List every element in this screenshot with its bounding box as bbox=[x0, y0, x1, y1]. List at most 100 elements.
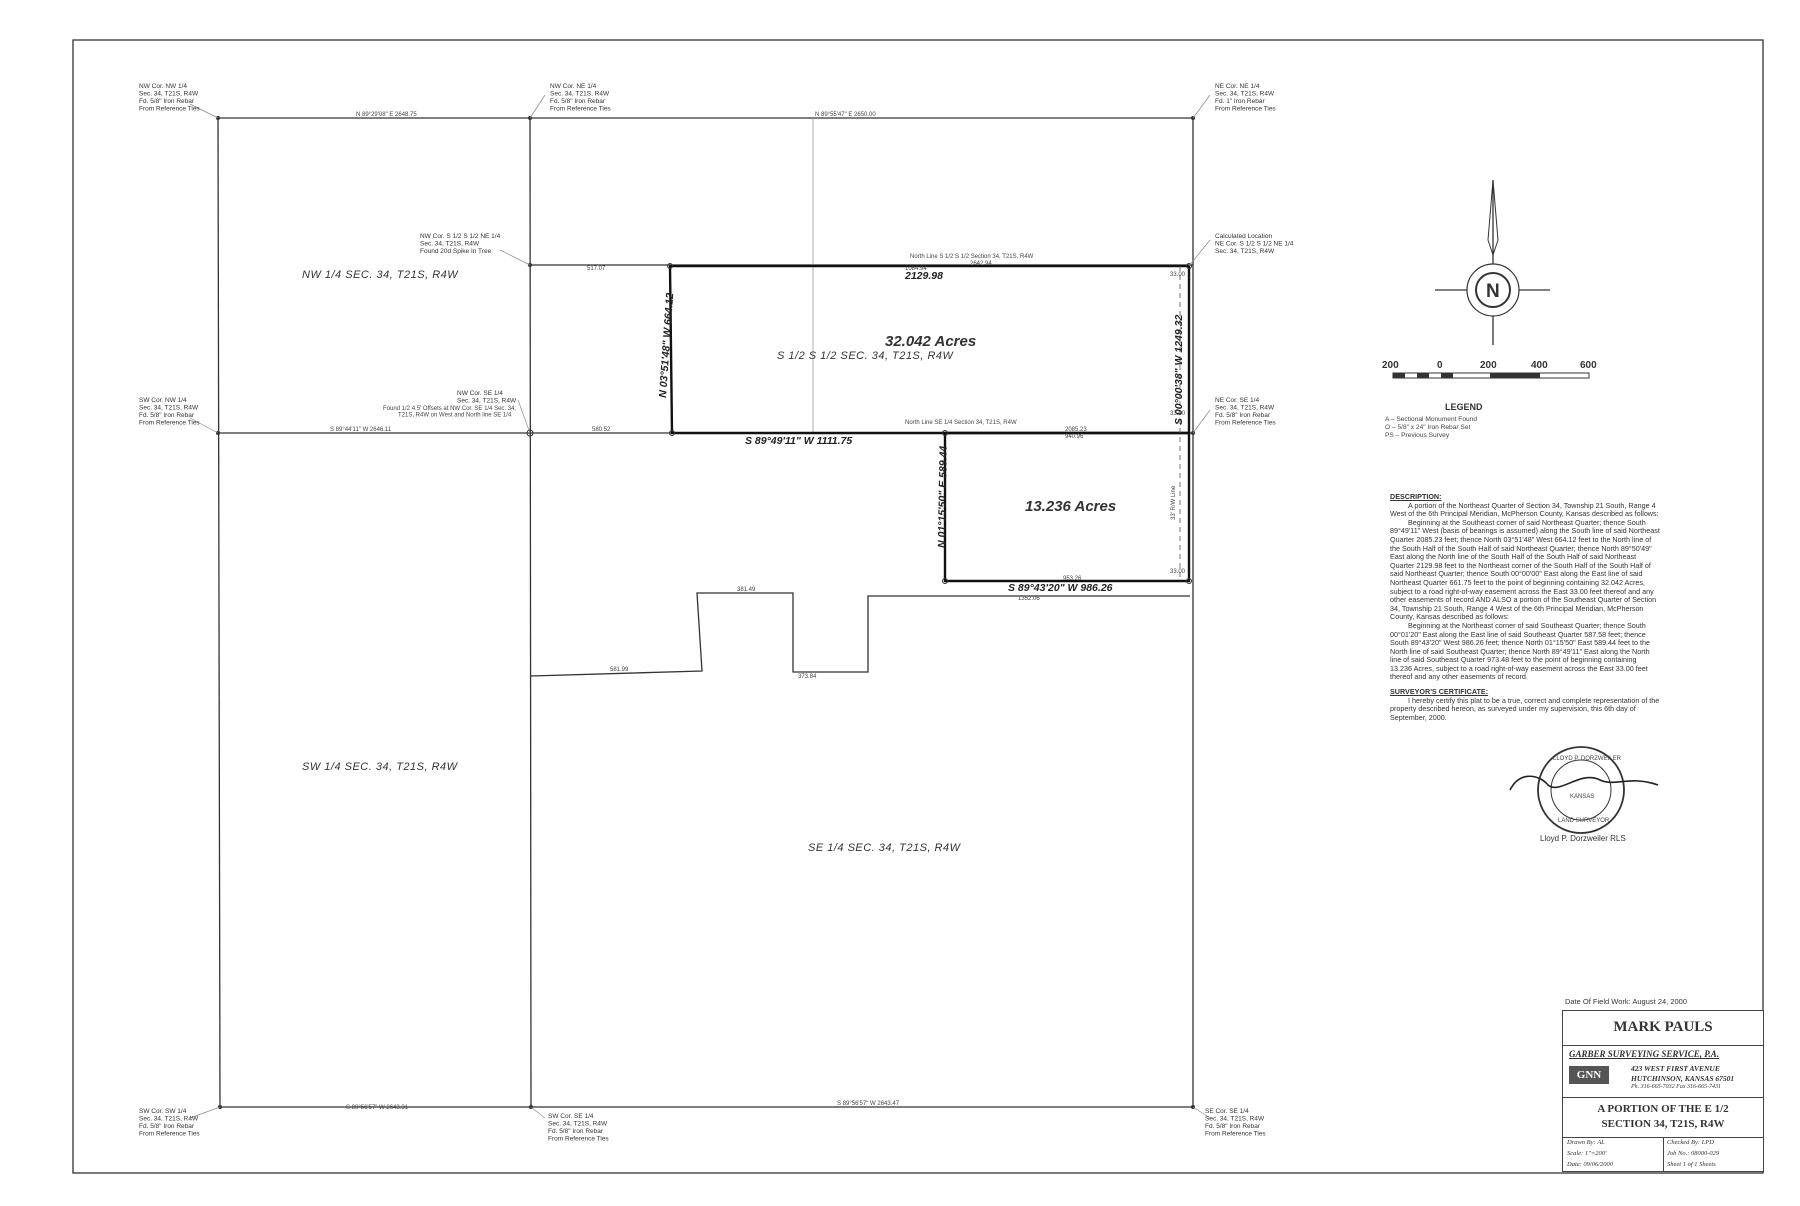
mid-line-label: North Line SE 1/4 Section 34, T21S, R4W bbox=[905, 420, 1017, 426]
seal-text-name: LLOYD P. DORZWEILER bbox=[1553, 756, 1622, 762]
corner-sw-sw-3: Fd. 5/8" Iron Rebar bbox=[139, 1123, 195, 1130]
seal-text-title: LAND SURVEYOR bbox=[1558, 818, 1610, 824]
row-line-label: 33' R/W Line bbox=[1171, 485, 1177, 520]
distance-1084: 1084.94 bbox=[905, 266, 927, 272]
title-block: MARK PAULS GARBER SURVEYING SERVICE, P.A… bbox=[1562, 1010, 1764, 1172]
scale-label-0: 200 bbox=[1382, 360, 1399, 371]
corner-nw-nw-2: Sec. 34, T21S, R4W bbox=[139, 91, 199, 98]
corner-ne-ne-3: Fd. 1" Iron Rebar bbox=[1215, 98, 1265, 105]
drawing-date: Date: 09/06/2000 bbox=[1567, 1161, 1614, 1168]
quarter-se-label: SE 1/4 SEC. 34, T21S, R4W bbox=[808, 842, 962, 854]
distance-940: 940.96 bbox=[1065, 434, 1084, 440]
signer-name: Lloyd P. Dorzweiler RLS bbox=[1540, 834, 1626, 843]
corner-se-se-3: Fd. 5/8" Iron Rebar bbox=[1205, 1123, 1261, 1130]
se-parcel-line bbox=[530, 592, 1190, 677]
corner-ne-ne-1: NE Cor. NE 1/4 bbox=[1215, 83, 1260, 90]
legend-row-previous: PS – Previous Survey bbox=[1385, 432, 1450, 439]
distance-33-c: 33.00 bbox=[1170, 569, 1186, 575]
corner-sw-nw-3: Fd. 5/8" Iron Rebar bbox=[139, 412, 195, 419]
distance-517: 517.07 bbox=[587, 266, 606, 272]
corner-ne-se-2: Sec. 34, T21S, R4W bbox=[1215, 405, 1275, 412]
corner-ne-se-1: NE Cor. SE 1/4 bbox=[1215, 397, 1259, 404]
svg-text:N: N bbox=[1486, 281, 1500, 302]
legend-row-rebar: O – 5/8" x 24" Iron Rebar Set bbox=[1385, 424, 1471, 431]
corner-nw-se-4: T21S, R4W on West and North line SE 1/4 bbox=[398, 413, 512, 419]
bearing-south-line: S 89°49'11" W 1111.75 bbox=[745, 435, 852, 447]
scale-bar: 200 0 200 400 600 bbox=[1382, 360, 1597, 379]
corner-sw-nw-1: SW Cor. NW 1/4 bbox=[139, 397, 187, 404]
distance-33-b: 33.00 bbox=[1170, 411, 1186, 417]
distance-381: 381.49 bbox=[737, 587, 756, 593]
tb-divider-2 bbox=[1563, 1097, 1763, 1098]
corner-sw-se-4: From Reference Ties bbox=[548, 1136, 609, 1143]
tb-divider-4 bbox=[1663, 1137, 1664, 1171]
bot-bearing-w: S 89°56'57" W 2643.31 bbox=[346, 1105, 409, 1111]
legend-title: LEGEND bbox=[1445, 402, 1483, 412]
corner-se-se-2: Sec. 34, T21S, R4W bbox=[1205, 1116, 1265, 1123]
tract-north-acres: 32.042 Acres bbox=[885, 333, 976, 350]
corner-calc-2: NE Cor. S 1/2 S 1/2 NE 1/4 bbox=[1215, 241, 1294, 248]
distance-953: 953.26 bbox=[1063, 576, 1082, 582]
seal-text-state: KANSAS bbox=[1570, 794, 1594, 800]
corner-sw-sw-4: From Reference Ties bbox=[139, 1131, 200, 1138]
corner-calc-3: Sec. 34, T21S, R4W bbox=[1215, 248, 1275, 255]
corner-sw-se-3: Fd. 5/8" Iron Rebar bbox=[548, 1128, 604, 1135]
tract-south-acres: 13.236 Acres bbox=[1025, 498, 1116, 515]
surveyor-seal: LLOYD P. DORZWEILER KANSAS LAND SURVEYOR bbox=[1509, 746, 1659, 834]
corner-nw-ne-3: Fd. 5/8" Iron Rebar bbox=[550, 98, 606, 105]
corner-sw-sw-1: SW Cor. SW 1/4 bbox=[139, 1108, 187, 1115]
drawn-by: Drawn By: AL bbox=[1567, 1139, 1605, 1146]
distance-373: 373.84 bbox=[798, 674, 817, 680]
corner-nw-nw-1: NW Cor. NW 1/4 bbox=[139, 83, 187, 90]
leader-lines bbox=[189, 94, 1211, 1119]
description-para-1: A portion of the Northeast Quarter of Se… bbox=[1390, 500, 1659, 519]
company-logo: GNN bbox=[1569, 1066, 1609, 1084]
bearing-east-line: S 00°00'38" W 1249.32 bbox=[1173, 315, 1185, 425]
top-bearing-e: N 89°55'47" E 2650.00 bbox=[815, 112, 876, 118]
field-work-date: Date Of Field Work: August 24, 2000 bbox=[1565, 997, 1688, 1006]
mid-bearing-w: S 89°44'11" W 2646.11 bbox=[330, 427, 392, 433]
scale-label-3: 400 bbox=[1531, 360, 1548, 371]
distance-2085: 2085.23 bbox=[1065, 427, 1087, 433]
corner-nw-nw-3: Fd. 5/8" Iron Rebar bbox=[139, 98, 195, 105]
client-name: MARK PAULS bbox=[1613, 1019, 1713, 1035]
company-phone: Ph. 316-665-7032 Fax 316-665-7431 bbox=[1631, 1084, 1721, 1090]
corner-ne-ne-2: Sec. 34, T21S, R4W bbox=[1215, 91, 1275, 98]
quarter-sw-label: SW 1/4 SEC. 34, T21S, R4W bbox=[302, 761, 459, 773]
corner-sw-se-1: SW Cor. SE 1/4 bbox=[548, 1113, 594, 1120]
corner-se-se-4: From Reference Ties bbox=[1205, 1131, 1266, 1138]
corner-se-se-1: SE Cor. SE 1/4 bbox=[1205, 1108, 1249, 1115]
bearing-south-south: S 89°43'20" W 986.26 bbox=[1008, 582, 1113, 594]
bearing-west-line: N 03°51'48" W 664.12 bbox=[657, 292, 676, 398]
corner-nw-ne-1: NW Cor. NE 1/4 bbox=[550, 83, 597, 90]
tract-south-boundary bbox=[943, 431, 1191, 583]
distance-1352: 1352.06 bbox=[1018, 596, 1040, 602]
corner-nw-ne-2: Sec. 34, T21S, R4W bbox=[550, 91, 610, 98]
distance-580: 580.52 bbox=[592, 427, 611, 433]
signature-mark bbox=[1509, 775, 1659, 791]
corner-sw-se-2: Sec. 34, T21S, R4W bbox=[548, 1121, 608, 1128]
corner-ne-se-3: Fd. 5/8" Iron Rebar bbox=[1215, 412, 1271, 419]
drawing-scale: Scale: 1"=200' bbox=[1567, 1150, 1607, 1157]
bearing-north-line: 2129.98 bbox=[904, 270, 943, 282]
description-title: DESCRIPTION: bbox=[1390, 492, 1442, 501]
scale-label-1: 0 bbox=[1437, 360, 1443, 371]
top-bearing-w: N 89°29'08" E 2648.75 bbox=[356, 112, 417, 118]
corner-nw-se-2: Sec. 34, T21S, R4W bbox=[457, 398, 517, 405]
corner-ne-ne-4: From Reference Ties bbox=[1215, 106, 1276, 113]
tb-divider-1 bbox=[1563, 1045, 1763, 1046]
distance-labels: 33.00 33.00 33.00 1084.94 2642.94 2085.2… bbox=[587, 261, 1186, 680]
description-para-3: Beginning at the Northeast corner of sai… bbox=[1390, 620, 1651, 682]
corner-ne-se-4: From Reference Ties bbox=[1215, 420, 1276, 427]
corner-sw-nw-4: From Reference Ties bbox=[139, 420, 200, 427]
